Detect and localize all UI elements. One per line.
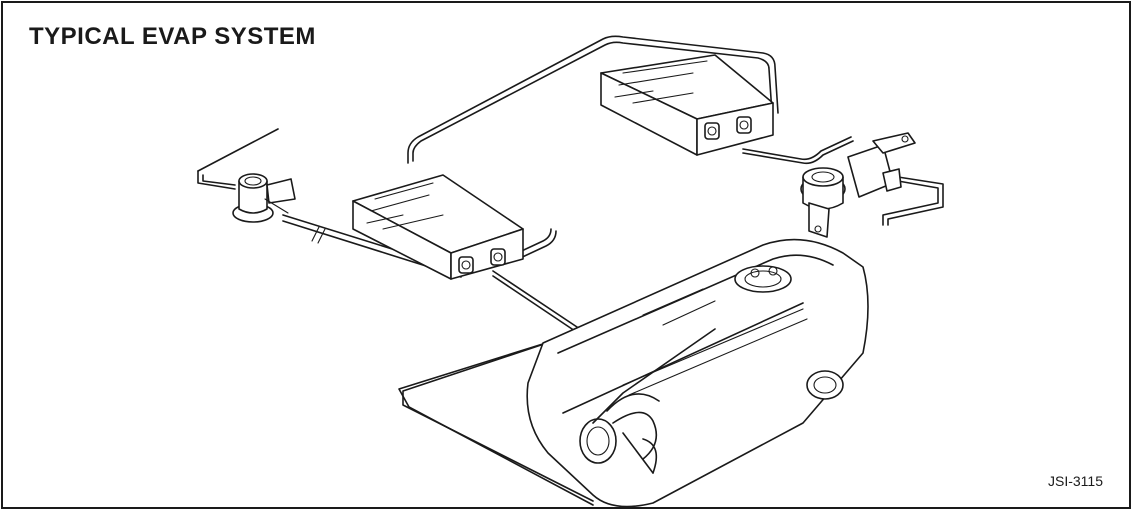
fuel-tank (526, 238, 869, 508)
evap-system-diagram (197, 35, 944, 508)
lower-canister (352, 174, 524, 280)
left-purge-valve (232, 173, 296, 223)
right-control-valve (800, 132, 916, 238)
diagram-title: TYPICAL EVAP SYSTEM (29, 23, 316, 50)
figure-code: JSI-3115 (1048, 473, 1103, 489)
upper-canister (600, 54, 774, 156)
